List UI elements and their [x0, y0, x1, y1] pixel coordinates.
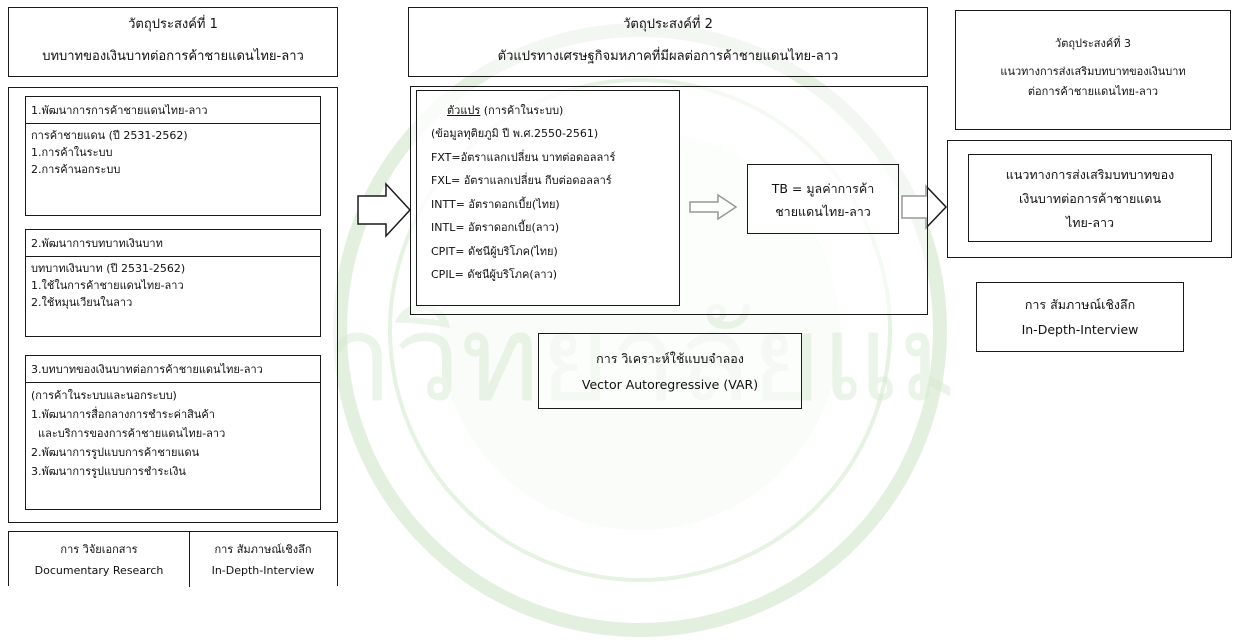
- method-en: In-Depth-Interview: [211, 564, 315, 577]
- objective3-subtitle-line: แนวทางการส่งเสริมบทบาทของเงินบาท: [1000, 65, 1186, 78]
- result-line: เงินบาทต่อการค้าชายแดน: [1019, 191, 1161, 206]
- tb-line: ชายแดนไทย-ลาว: [775, 204, 871, 219]
- section3-line: 3.พัฒนาการรูปแบบการชำระเงิน: [31, 465, 186, 478]
- section2-line: 1.ใช้ในการค้าชายแดนไทย-ลาว: [31, 279, 184, 292]
- objective2-variables-outer: ตัวแปร (การค้าในระบบ) (ข้อมูลทุติยภูมิ ป…: [410, 86, 928, 315]
- objective1-subtitle: บทบาทของเงินบาทต่อการค้าชายแดนไทย-ลาว: [42, 49, 304, 64]
- analysis-box: การ วิเคราะห์ใช้แบบจำลอง Vector Autoregr…: [538, 333, 802, 409]
- section1-box: 1.พัฒนาการการค้าชายแดนไทย-ลาว การค้าชายแ…: [25, 96, 321, 216]
- variables-heading-label: ตัวแปร: [447, 104, 481, 117]
- tb-box: TB = มูลค่าการค้า ชายแดนไทย-ลาว: [747, 164, 899, 234]
- objective1-title: วัตถุประสงค์ที่ 1: [128, 17, 218, 32]
- interview-line: การ สัมภาษณ์เชิงลึก: [1024, 297, 1136, 312]
- result-line: ไทย-ลาว: [1065, 215, 1115, 230]
- section2-box: 2.พัฒนาการบทบาทเงินบาท บทบาทเงินบาท (ปี …: [25, 229, 321, 337]
- variable-item: FXT=อัตราแลกเปลี่ยน บาทต่อดอลลาร์: [431, 150, 616, 164]
- tb-line: TB = มูลค่าการค้า: [771, 181, 875, 196]
- method-th: การ สัมภาษณ์เชิงลึก: [214, 543, 312, 556]
- section3-line: 2.พัฒนาการรูปแบบการค้าชายแดน: [31, 446, 200, 459]
- variable-item: (ข้อมูลทุติยภูมิ ปี พ.ศ.2550-2561): [431, 127, 599, 140]
- section3-line: (การค้าในระบบและนอกระบบ): [31, 389, 177, 402]
- section3-line: และบริการของการค้าชายแดนไทย-ลาว: [31, 427, 226, 440]
- variable-item: FXL= อัตราแลกเปลี่ยน กีบต่อดอลลาร์: [431, 174, 612, 187]
- result-line: แนวทางการส่งเสริมบทบาทของ: [1005, 167, 1175, 182]
- method-en: Documentary Research: [34, 564, 164, 577]
- objective1-content-box: 1.พัฒนาการการค้าชายแดนไทย-ลาว การค้าชายแ…: [8, 87, 338, 523]
- objective3-title: วัตถุประสงค์ที่ 3: [1055, 37, 1131, 50]
- arrow-right-icon: [357, 182, 412, 238]
- objective3-subtitle-line: ต่อการค้าชายแดนไทย-ลาว: [1027, 85, 1159, 98]
- variables-box: ตัวแปร (การค้าในระบบ) (ข้อมูลทุติยภูมิ ป…: [416, 90, 680, 306]
- method-th: การ วิจัยเอกสาร: [60, 543, 138, 556]
- variable-item: INTL= อัตราดอกเบี้ย(ลาว): [431, 221, 560, 234]
- methods-table: การ วิจัยเอกสาร Documentary Research การ…: [8, 531, 338, 587]
- objective3-header-box: วัตถุประสงค์ที่ 3 แนวทางการส่งเสริมบทบาท…: [955, 10, 1231, 130]
- objective3-interview-box: การ สัมภาษณ์เชิงลึก In-Depth-Interview: [976, 282, 1184, 352]
- section1-line: 2.การค้านอกระบบ: [31, 163, 121, 176]
- method-cell-documentary: การ วิจัยเอกสาร Documentary Research: [9, 532, 190, 587]
- objective3-result-box: แนวทางการส่งเสริมบทบาทของ เงินบาทต่อการค…: [947, 140, 1232, 258]
- section1-heading: 1.พัฒนาการการค้าชายแดนไทย-ลาว: [26, 97, 320, 124]
- objective2-title: วัตถุประสงค์ที่ 2: [623, 17, 713, 32]
- interview-line: In-Depth-Interview: [1021, 322, 1139, 337]
- section2-line: บทบาทเงินบาท (ปี 2531-2562): [31, 262, 186, 275]
- objective2-header-box: วัตถุประสงค์ที่ 2 ตัวแปรทางเศรษฐกิจมหภาค…: [408, 7, 928, 77]
- objective1-header-box: วัตถุประสงค์ที่ 1 บทบาทของเงินบาทต่อการค…: [8, 7, 338, 77]
- section1-line: การค้าชายแดน (ปี 2531-2562): [31, 129, 188, 142]
- section3-box: 3.บทบาทของเงินบาทต่อการค้าชายแดนไทย-ลาว …: [25, 355, 321, 510]
- section2-heading: 2.พัฒนาการบทบาทเงินบาท: [26, 230, 320, 257]
- variable-item: CPIT= ดัชนีผู้บริโภค(ไทย): [431, 244, 558, 258]
- section3-heading: 3.บทบาทของเงินบาทต่อการค้าชายแดนไทย-ลาว: [26, 356, 320, 383]
- section2-line: 2.ใช้หมุนเวียนในลาว: [31, 296, 133, 309]
- objective2-subtitle: ตัวแปรทางเศรษฐกิจมหภาคที่มีผลต่อการค้าชา…: [497, 49, 839, 64]
- section1-line: 1.การค้าในระบบ: [31, 146, 113, 159]
- variable-item: INTT= อัตราดอกเบี้ย(ไทย): [431, 197, 560, 211]
- analysis-line: Vector Autoregressive (VAR): [581, 377, 759, 392]
- analysis-line: การ วิเคราะห์ใช้แบบจำลอง: [596, 351, 744, 366]
- section3-line: 1.พัฒนาการสื่อกลางการชำระค่าสินค้า: [31, 408, 215, 421]
- objective3-result-inner: แนวทางการส่งเสริมบทบาทของ เงินบาทต่อการค…: [968, 154, 1212, 242]
- variable-item: CPIL= ดัชนีผู้บริโภค(ลาว): [431, 268, 558, 281]
- method-cell-interview: การ สัมภาษณ์เชิงลึก In-Depth-Interview: [190, 532, 336, 587]
- variables-heading-rest: (การค้าในระบบ): [480, 104, 564, 117]
